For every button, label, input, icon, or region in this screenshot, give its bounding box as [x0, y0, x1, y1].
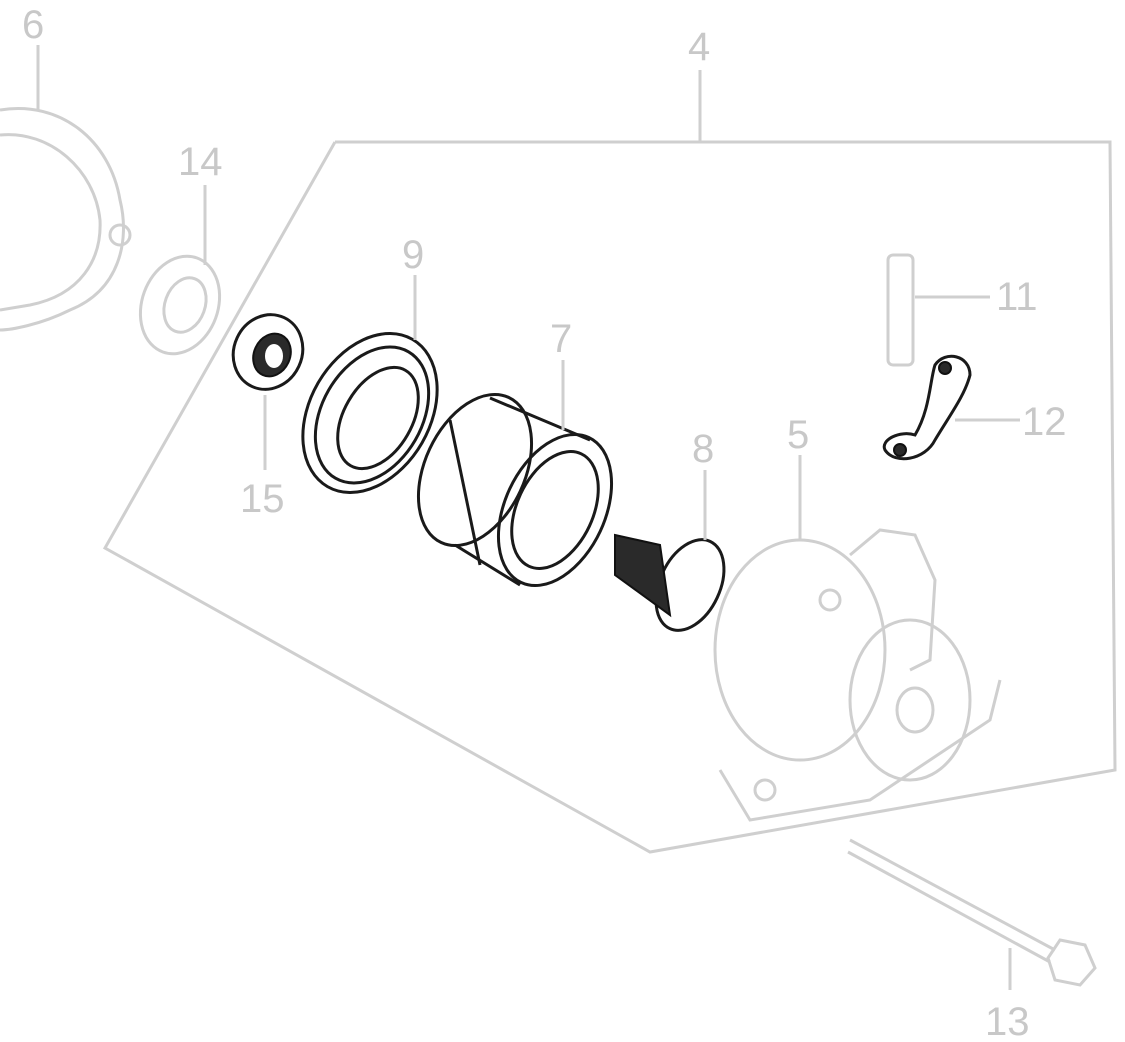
callout-12: 12: [1022, 400, 1067, 444]
part-15-bearing: [231, 313, 305, 470]
assembly-outline-4: [102, 70, 1117, 854]
part-5-cylinder-body: [713, 455, 1002, 822]
callout-15: 15: [240, 477, 285, 521]
callout-8: 8: [692, 427, 714, 471]
callout-9: 9: [402, 233, 424, 277]
callout-5: 5: [787, 413, 809, 457]
part-6-cover: [0, 45, 132, 332]
part-13-bolt: [847, 838, 1097, 990]
part-11-bleeder: [886, 253, 990, 367]
callout-11: 11: [996, 275, 1038, 319]
part-14-seal: [138, 185, 222, 356]
callout-4: 4: [688, 25, 710, 69]
part-7-piston: [416, 360, 614, 588]
callout-13: 13: [985, 1000, 1030, 1042]
callout-14: 14: [178, 140, 223, 184]
part-12-cap: [882, 354, 1020, 461]
callout-6: 6: [22, 3, 44, 47]
part-9-oil-seal: [301, 275, 439, 494]
callout-7: 7: [550, 317, 572, 361]
part-8-spring: [614, 470, 726, 632]
